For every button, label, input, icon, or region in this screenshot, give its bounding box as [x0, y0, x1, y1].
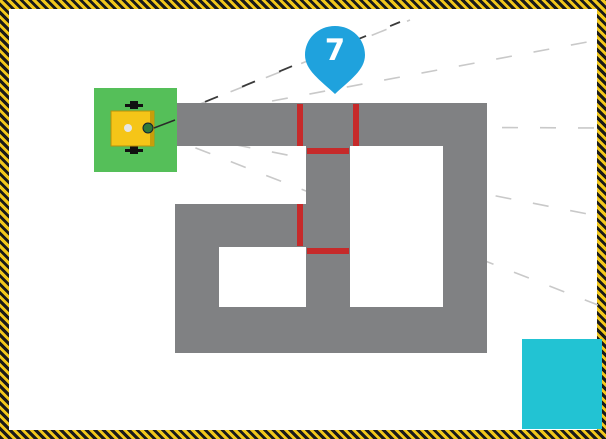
level-number: 7 [306, 30, 364, 70]
gate [307, 148, 349, 154]
gate [297, 104, 303, 146]
gate [307, 248, 349, 254]
gate [353, 104, 359, 146]
inner-block [219, 247, 306, 307]
inner-block [350, 146, 443, 307]
gate [297, 204, 303, 246]
goal-zone [522, 339, 602, 429]
